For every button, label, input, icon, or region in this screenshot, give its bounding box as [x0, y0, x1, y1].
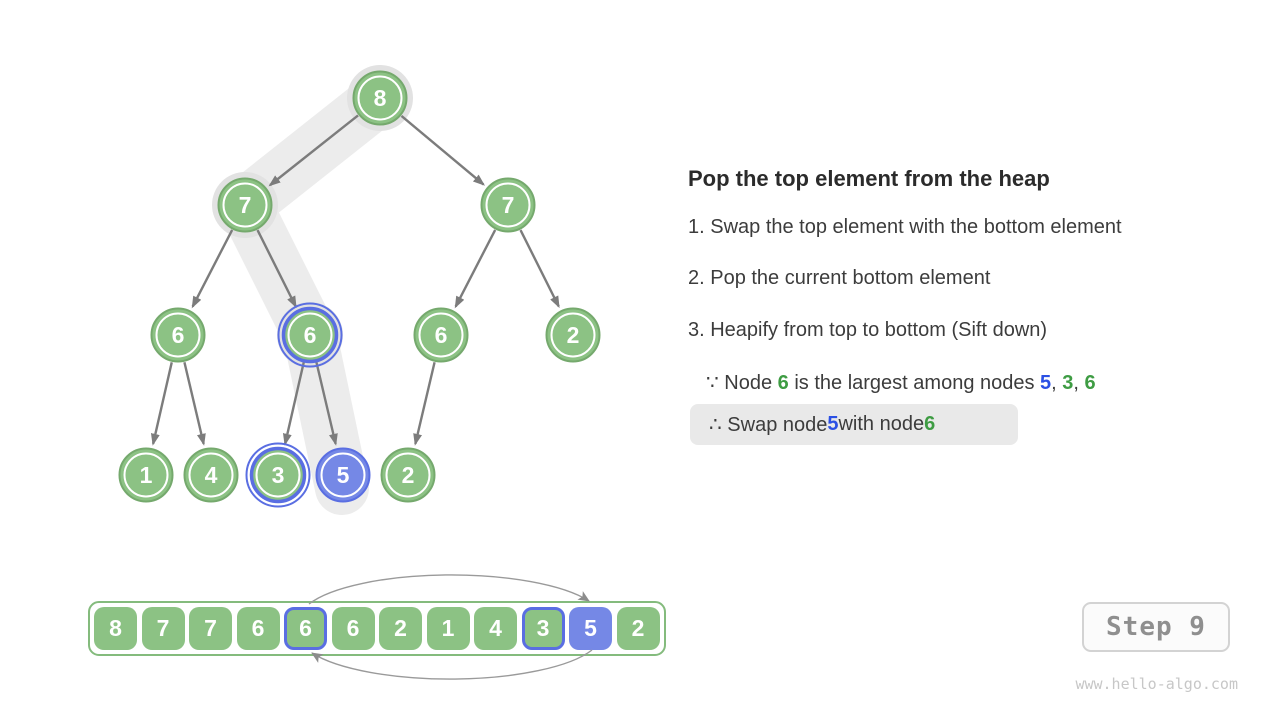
tree-node-label: 7: [502, 192, 515, 218]
tree-edge-arrow: [150, 362, 173, 446]
tree-node-label: 5: [337, 462, 350, 488]
tree-edge-arrow: [282, 362, 305, 446]
array-cell: 5: [569, 607, 612, 650]
tree-edge-arrow: [256, 229, 297, 309]
swap-arc-top: [308, 574, 590, 605]
watermark: www.hello-algo.com: [1075, 675, 1238, 693]
because-text: ∵ Node: [706, 372, 778, 394]
tree-edge-arrow: [183, 361, 206, 446]
because-line: ∵ Node 6 is the largest among nodes 5, 3…: [706, 370, 1096, 395]
panel-title: Pop the top element from the heap: [688, 166, 1050, 191]
array-cell: 4: [474, 607, 517, 650]
swap-arc-bottom: [311, 649, 593, 680]
tree-node-label: 8: [374, 85, 387, 111]
array-cell: 8: [94, 607, 137, 650]
tree-node-label: 6: [304, 322, 317, 348]
tree-node: 6: [150, 307, 206, 363]
heap-tree: 8 7 7 6 6 6 2 1 4 3 5 2: [118, 65, 601, 515]
tree-node: 7: [217, 177, 273, 233]
because-sep-1: ,: [1051, 372, 1063, 394]
array-cell: 6: [331, 607, 375, 650]
because-node-6: 6: [777, 372, 789, 394]
tree-node: 3: [245, 442, 311, 508]
array-cell: 3: [521, 607, 565, 650]
tree-node-label: 6: [435, 322, 448, 348]
array-cell: 7: [189, 607, 232, 650]
step-item-3: 3. Heapify from top to bottom (Sift down…: [688, 319, 1048, 341]
tree-node: 4: [183, 447, 239, 503]
step-item-1: 1. Swap the top element with the bottom …: [688, 216, 1122, 238]
tree-node-label: 4: [205, 462, 218, 488]
tree-node: 6: [277, 302, 343, 368]
tree-node: 2: [545, 307, 601, 363]
tree-node: 8: [352, 70, 408, 126]
because-node-6b: 6: [1084, 372, 1096, 394]
array-cell: 2: [616, 607, 660, 650]
because-sep-2: ,: [1073, 372, 1085, 394]
array-swap-arrows: [308, 574, 593, 680]
tree-edge-arrow: [400, 115, 485, 186]
tree-node: 6: [413, 307, 469, 363]
tree-node-label: 6: [172, 322, 185, 348]
array-cell: 7: [141, 607, 185, 650]
tree-node: 5: [315, 447, 371, 503]
array-cell: 6: [236, 607, 280, 650]
array-cell: 6: [284, 607, 327, 650]
because-node-5: 5: [1040, 372, 1052, 394]
therefore-highlight-box: ∴ Swap node 5 with node 6: [690, 404, 1018, 445]
sift-path-band: [218, 71, 407, 515]
because-text-mid: is the largest among nodes: [788, 372, 1041, 394]
tree-node: 1: [118, 447, 174, 503]
tree-node-label: 2: [567, 322, 580, 348]
step-badge-label: Step 9: [1106, 612, 1206, 642]
therefore-node-5: 5: [827, 413, 839, 435]
step-badge: Step 9: [1082, 602, 1230, 652]
because-node-3: 3: [1062, 372, 1074, 394]
tree-node: 7: [480, 177, 536, 233]
tree-node: 2: [380, 447, 436, 503]
tree-node-label: 3: [272, 462, 285, 488]
tree-edge-arrow: [268, 114, 359, 187]
tree-node-label: 2: [402, 462, 415, 488]
tree-edge-arrow: [413, 361, 436, 446]
tree-node-label: 7: [239, 192, 252, 218]
step-item-2: 2. Pop the current bottom element: [688, 267, 991, 289]
tree-edge-arrow: [454, 229, 497, 309]
therefore-text: ∴ Swap node: [709, 414, 828, 436]
therefore-node-6: 6: [924, 413, 936, 435]
tree-node-label: 1: [140, 462, 153, 488]
tree-edge-arrow: [191, 229, 234, 309]
tree-edge-arrow: [519, 229, 560, 309]
array-cell: 1: [426, 607, 470, 650]
therefore-text-mid: with node: [838, 413, 925, 435]
tree-edge-arrow: [315, 361, 338, 446]
array-cell: 2: [379, 607, 422, 650]
